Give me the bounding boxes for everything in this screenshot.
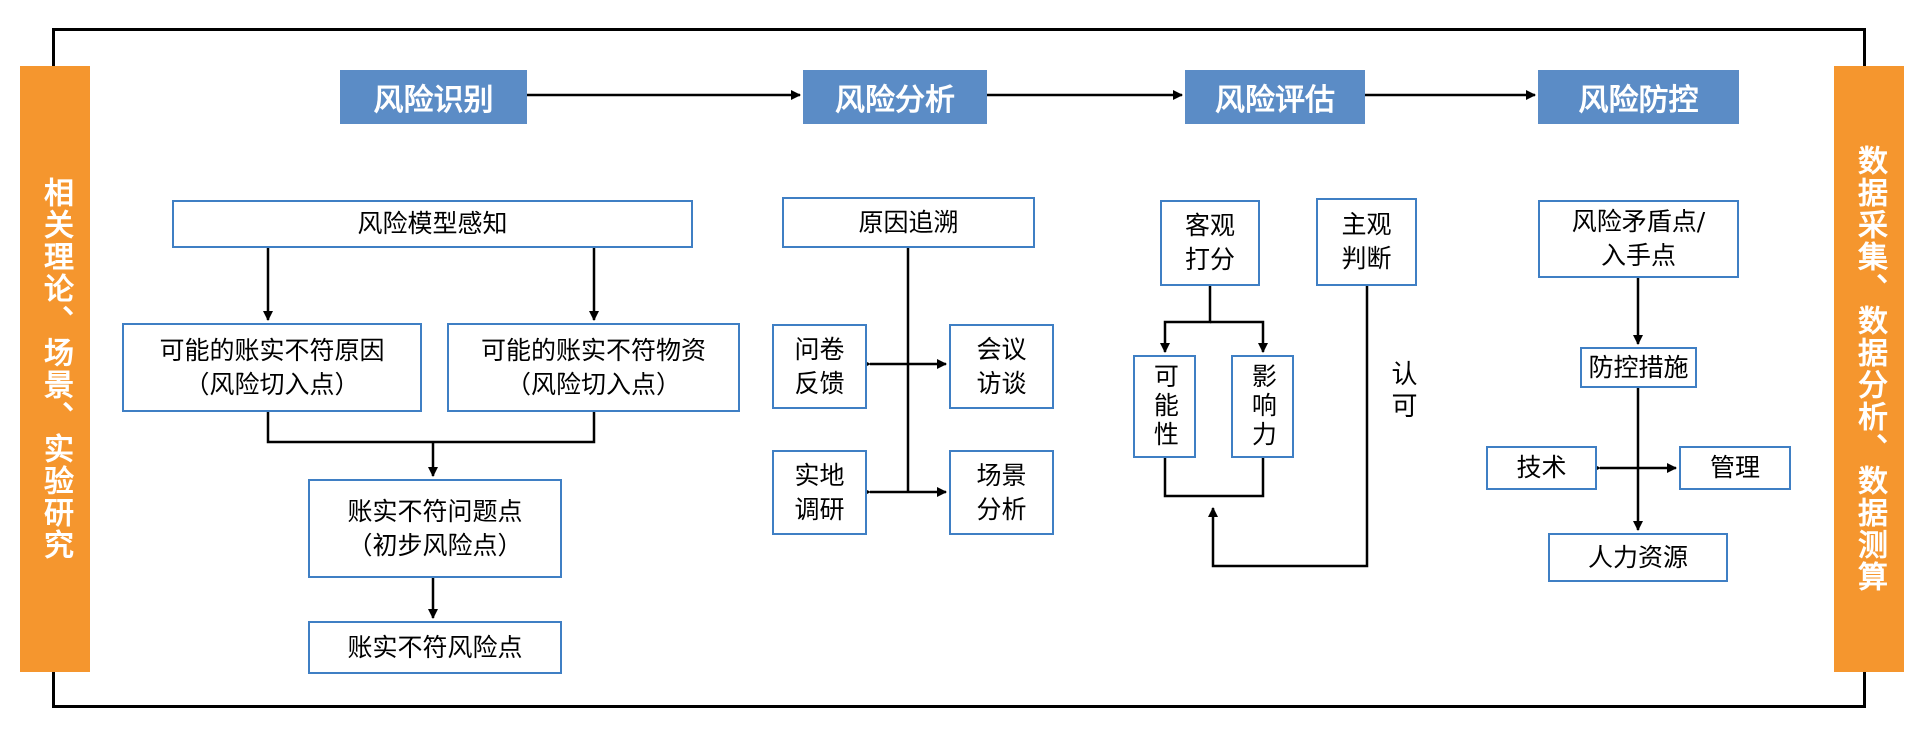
box-risk-point: 账实不符风险点 (308, 621, 562, 674)
box-impact: 影响力 (1231, 355, 1294, 458)
box-problem-point: 账实不符问题点 （初步风险点） (308, 479, 562, 578)
box-control-measures: 防控措施 (1580, 347, 1697, 388)
label-approval: 认可 (1387, 360, 1417, 424)
right-side-banner: 数据采集、数据分析、数据测算 (1834, 66, 1904, 672)
box-risk-model-perception: 风险模型感知 (172, 200, 693, 248)
box-questionnaire: 问卷 反馈 (772, 324, 867, 409)
box-scenario-analysis: 场景 分析 (949, 450, 1054, 535)
box-possibility: 可能性 (1133, 355, 1196, 458)
box-management: 管理 (1679, 446, 1791, 490)
left-side-banner: 相关理论、场景、实验研究 (20, 66, 90, 672)
box-possible-cause: 可能的账实不符原因 （风险切入点） (122, 323, 422, 412)
arrow-objective-possibility (1160, 286, 1212, 353)
arrow-objective-impact (1210, 320, 1268, 353)
box-human-resources: 人力资源 (1548, 533, 1728, 582)
stage-risk-identification: 风险识别 (340, 70, 527, 124)
stage-risk-evaluation: 风险评估 (1185, 70, 1365, 124)
stage-risk-analysis: 风险分析 (803, 70, 987, 124)
merge-line (266, 412, 596, 444)
eval-bottom-link (1163, 458, 1265, 498)
box-field-research: 实地 调研 (772, 450, 867, 535)
box-risk-contradiction-points: 风险矛盾点/ 入手点 (1538, 200, 1739, 278)
box-interview: 会议 访谈 (949, 324, 1054, 409)
box-possible-material: 可能的账实不符物资 （风险切入点） (447, 323, 740, 412)
box-objective-score: 客观 打分 (1160, 200, 1260, 286)
box-technology: 技术 (1486, 446, 1597, 490)
box-cause-trace: 原因追溯 (782, 197, 1035, 248)
box-subjective-judgment: 主观 判断 (1316, 198, 1417, 286)
arrow-approval-loop (1208, 286, 1369, 568)
stage-risk-control: 风险防控 (1538, 70, 1739, 124)
